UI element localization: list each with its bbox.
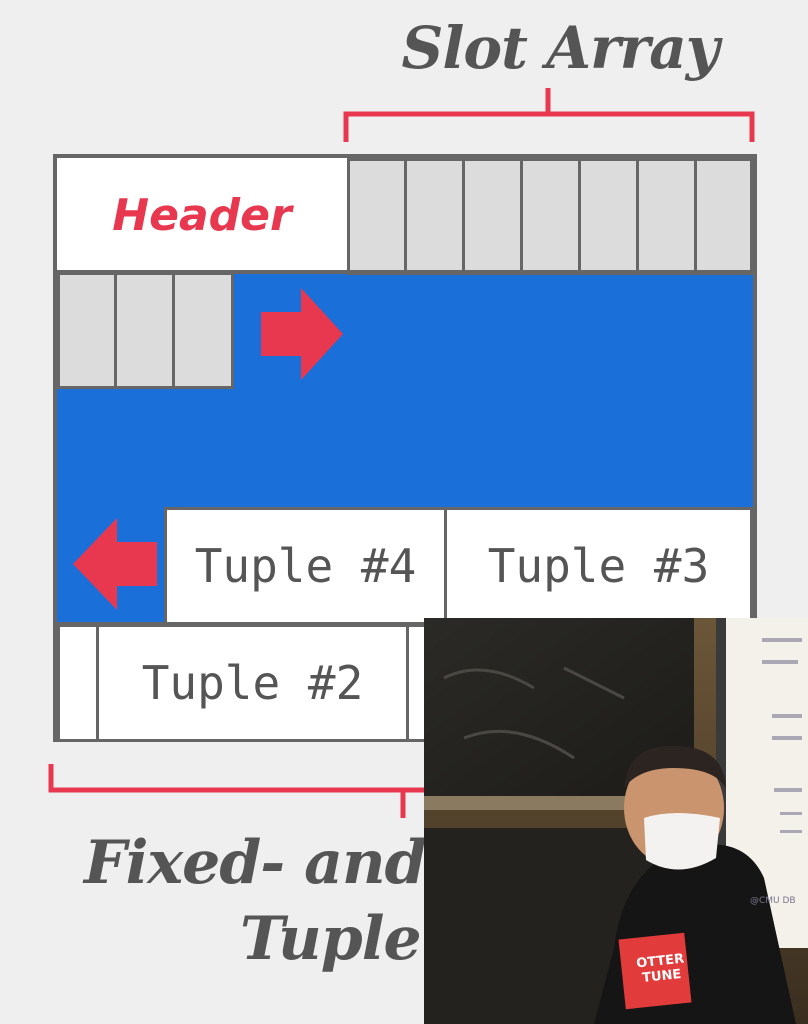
header-label: Header [112, 190, 292, 241]
arrow-right-icon [261, 288, 343, 380]
slot-cell [578, 158, 639, 275]
speaker-video-overlay: OTTER TUNE @CMU DB [424, 618, 808, 1024]
projector-watermark: @CMU DB [750, 896, 796, 906]
tuple-3: Tuple #3 [444, 507, 753, 625]
slot-cell [172, 272, 234, 389]
tuple-4: Tuple #4 [164, 507, 447, 625]
slot-cell [520, 158, 581, 275]
slot-cell [404, 158, 465, 275]
tuple-2: Tuple #2 [96, 624, 409, 742]
slot-cell [347, 158, 407, 275]
slot-cell [694, 158, 753, 275]
slot-cell [636, 158, 697, 275]
slot-array-bracket [340, 84, 760, 144]
header-divider [57, 270, 753, 274]
slot-cell [114, 272, 175, 389]
arrow-left-icon [73, 518, 157, 610]
caption-line-2: Tuple [240, 904, 422, 974]
slot-cell [57, 272, 117, 389]
slot-array-title: Slot Array [401, 14, 720, 82]
caption-line-1: Fixed- and V [84, 828, 492, 898]
slot-cell [462, 158, 523, 275]
speaker-video-frame [424, 618, 808, 1024]
tuple-partial [57, 624, 99, 742]
